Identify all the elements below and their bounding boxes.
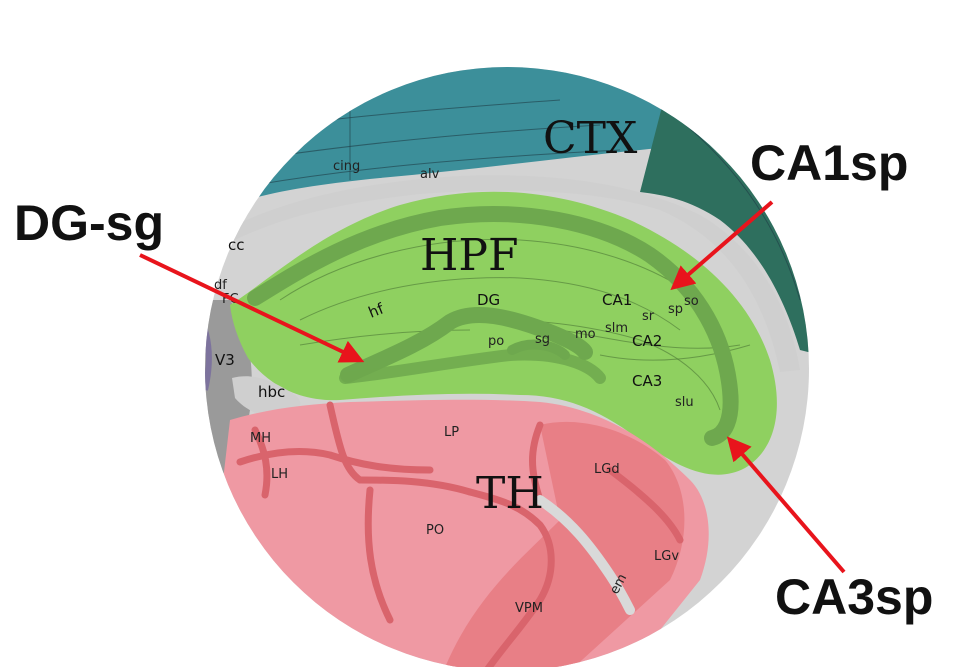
region-th: TH <box>476 468 544 519</box>
dg-granule-layer <box>340 306 593 383</box>
label-cc: cc <box>228 236 245 254</box>
hbc-region <box>232 376 301 419</box>
region-ctx: CTX <box>543 113 638 164</box>
label-dg: DG <box>477 291 500 309</box>
label-sg: sg <box>535 332 550 347</box>
label-cing: cing <box>333 159 360 174</box>
label-so: so <box>684 294 699 309</box>
thalamus-dark-region <box>440 422 685 667</box>
label-mh: MH <box>250 431 271 446</box>
arrow-ca3sp <box>726 436 846 574</box>
label-hbc: hbc <box>258 383 285 401</box>
label-po-thalamus: PO <box>426 523 444 538</box>
label-lh: LH <box>271 467 288 482</box>
label-sp: sp <box>668 302 683 317</box>
region-hpf: HPF <box>420 230 519 281</box>
callout-ca3sp: CA3sp <box>775 569 933 625</box>
label-lgd: LGd <box>594 462 620 477</box>
pyramidal-layer <box>247 206 739 446</box>
arrow-ca1sp <box>670 200 774 291</box>
label-po: po <box>488 334 504 349</box>
label-ca2: CA2 <box>632 332 662 350</box>
circular-section <box>205 67 809 667</box>
label-slm: slm <box>605 321 628 336</box>
label-vpm: VPM <box>515 601 543 616</box>
callout-ca1sp: CA1sp <box>750 135 908 191</box>
label-mo: mo <box>575 327 596 342</box>
label-hf: hf <box>366 299 387 321</box>
label-lgv: LGv <box>654 549 679 564</box>
label-df: df <box>214 278 227 293</box>
em-band <box>535 495 635 615</box>
dg-lower-blade <box>339 348 606 384</box>
arrow-dg-sg <box>139 253 365 363</box>
label-lp: LP <box>444 425 459 440</box>
label-ca1: CA1 <box>602 291 632 309</box>
label-sr: sr <box>642 309 655 324</box>
label-ca3: CA3 <box>632 372 662 390</box>
label-slu: slu <box>675 395 694 410</box>
callout-dg-sg: DG-sg <box>14 195 164 251</box>
label-v3: V3 <box>215 351 235 369</box>
label-alv: alv <box>420 167 440 182</box>
hpf-region <box>230 191 777 475</box>
